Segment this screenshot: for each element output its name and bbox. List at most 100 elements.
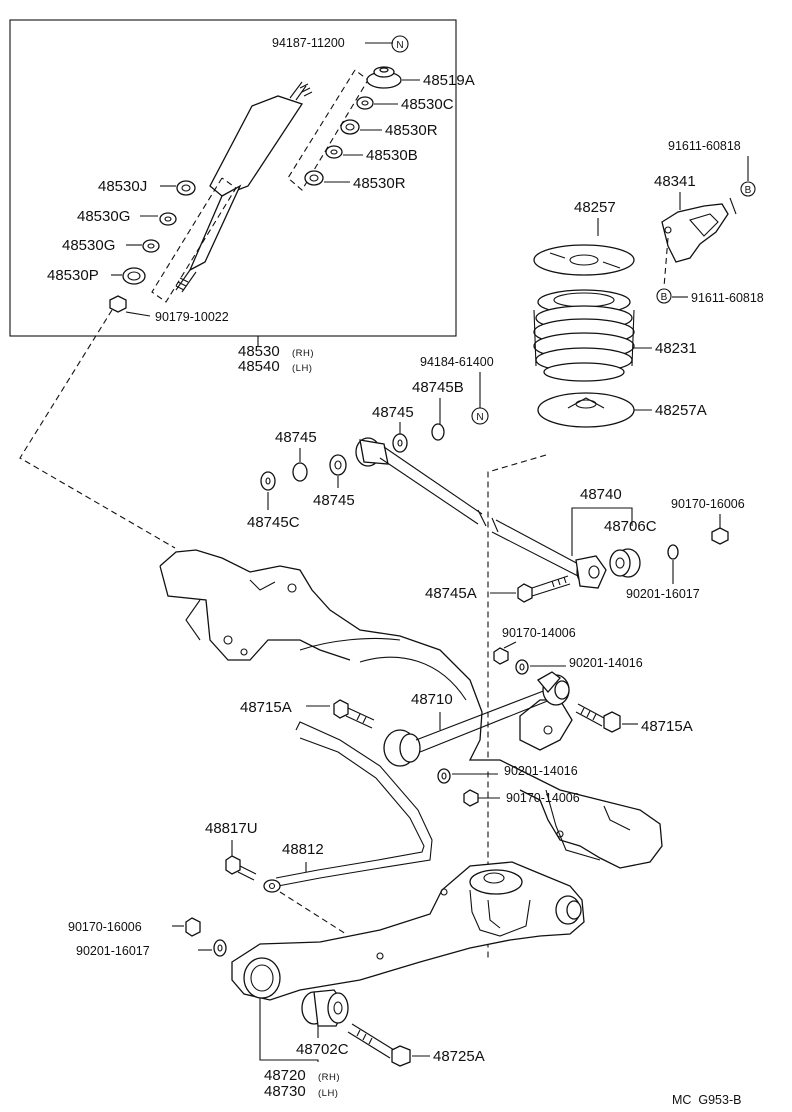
label-48745-upper: 48745 (372, 404, 414, 421)
stabilizer-bar-icon (263, 721, 433, 893)
bracket-48341-icon (661, 197, 737, 263)
label-90170-14006-bottom: 90170-14006 (506, 791, 580, 805)
lateral-control-rod-48740-icon (355, 437, 607, 589)
label-48817U: 48817U (205, 820, 258, 837)
bushing-48706C-icon (609, 548, 641, 578)
part-48530C-icon (356, 96, 374, 110)
label-48720: 48720 (264, 1067, 306, 1084)
label-94187-11200: 94187-11200 (272, 36, 345, 50)
label-48530G-lower: 48530G (62, 237, 115, 254)
washer-90201-16017-top-icon (667, 544, 679, 560)
label-48702C: 48702C (296, 1041, 349, 1058)
part-48530R-top-icon (340, 119, 360, 135)
bolt-48715A-left-icon (333, 699, 375, 729)
label-48519A: 48519A (423, 72, 475, 89)
label-48530: 48530 (238, 343, 280, 360)
label-48745A: 48745A (425, 585, 477, 602)
label-48540: 48540 (238, 358, 280, 375)
label-lh-shock: (LH) (292, 363, 312, 374)
label-90170-14006-top: 90170-14006 (502, 626, 576, 640)
label-rh-shock: (RH) (292, 348, 314, 359)
label-48730: 48730 (264, 1083, 306, 1100)
part-48519A-icon (366, 66, 402, 89)
label-48715A-left: 48715A (240, 699, 292, 716)
label-48530P: 48530P (47, 267, 99, 284)
part-48530P-icon (122, 267, 146, 285)
washer-90201-16017-bottom-icon (213, 939, 227, 957)
label-48257A: 48257A (655, 402, 707, 419)
label-48257: 48257 (574, 199, 616, 216)
label-90170-16006-top: 90170-16006 (671, 497, 745, 511)
nut-90170-14006-bottom-icon (463, 789, 479, 807)
label-48740: 48740 (580, 486, 622, 503)
label-90201-14016-top: 90201-14016 (569, 656, 643, 670)
label-48745-lower: 48745 (313, 492, 355, 509)
bushing-48702C-icon (301, 989, 349, 1027)
label-90179-10022: 90179-10022 (155, 310, 229, 324)
label-48231: 48231 (655, 340, 697, 357)
bolt-48715A-right-icon (575, 703, 621, 733)
label-48725A: 48725A (433, 1048, 485, 1065)
bushing-48745-middle-icon (329, 454, 347, 476)
label-lh-lower-arm: (LH) (318, 1088, 338, 1099)
label-91611-60818-top: 91611-60818 (668, 139, 741, 153)
label-90170-16006-bottom: 90170-16006 (68, 920, 142, 934)
b-marker-top-letter: B (745, 185, 752, 196)
part-48530B-icon (325, 145, 343, 159)
label-48530R-bottom: 48530R (353, 175, 406, 192)
upper-control-arm-48710-icon (383, 671, 570, 767)
shock-absorber-group-box (9, 19, 457, 337)
label-90201-16017-bottom: 90201-16017 (76, 944, 150, 958)
coil-spring-48231-icon (533, 289, 635, 382)
label-48715A-right: 48715A (641, 718, 693, 735)
nut-90179-10022-icon (109, 295, 127, 313)
label-48745B: 48745B (412, 379, 464, 396)
label-90201-14016-bottom: 90201-14016 (504, 764, 578, 778)
bolt-48817U-icon (225, 855, 257, 881)
label-rh-lower-arm: (RH) (318, 1072, 340, 1083)
label-91611-60818-bottom: 91611-60818 (691, 291, 764, 305)
bushing-48745C-icon (260, 471, 276, 491)
part-48530J-icon (176, 180, 196, 196)
rear-axle-housing-icon (159, 549, 663, 869)
label-48710: 48710 (411, 691, 453, 708)
nut-90170-16006-bottom-icon (185, 917, 201, 937)
washer-90201-14016-top-icon (515, 659, 529, 675)
bushing-48745-left-icon (292, 462, 308, 482)
label-48530C: 48530C (401, 96, 454, 113)
washer-90201-14016-bottom-icon (437, 768, 451, 784)
bolt-48725A-icon (347, 1023, 411, 1067)
n-marker-lateral-icon (471, 407, 489, 425)
spring-seat-48257-icon (533, 244, 635, 276)
label-48530G-upper: 48530G (77, 208, 130, 225)
n-marker-icon (391, 35, 409, 53)
lower-control-arm-icon (231, 861, 585, 1001)
n-marker-lateral-letter: N (476, 412, 483, 423)
label-48530B: 48530B (366, 147, 418, 164)
bolt-48745A-icon (517, 575, 571, 603)
part-48530R-bottom-icon (304, 170, 324, 186)
bushing-48745-upper-icon (392, 433, 408, 453)
label-48341: 48341 (654, 173, 696, 190)
nut-90170-16006-top-icon (711, 527, 729, 545)
b-marker-bottom-letter: B (661, 292, 668, 303)
label-94184-61400: 94184-61400 (420, 355, 494, 369)
label-48812: 48812 (282, 841, 324, 858)
part-48530G-lower-icon (142, 239, 160, 253)
diagram-reference-code: MC G953-B (672, 1093, 741, 1107)
spring-seat-48257A-icon (537, 392, 635, 428)
label-48745-left: 48745 (275, 429, 317, 446)
bushing-48745B-icon (431, 423, 445, 441)
label-48706C: 48706C (604, 518, 657, 535)
part-48530G-upper-icon (159, 212, 177, 226)
shock-absorber (175, 81, 313, 293)
b-marker-bottom-icon (656, 288, 672, 304)
label-90201-16017-top: 90201-16017 (626, 587, 700, 601)
label-48745C: 48745C (247, 514, 300, 531)
label-48530J: 48530J (98, 178, 147, 195)
b-marker-top-icon (740, 181, 756, 197)
label-48530R-top: 48530R (385, 122, 438, 139)
nut-90170-14006-top-icon (493, 647, 509, 665)
